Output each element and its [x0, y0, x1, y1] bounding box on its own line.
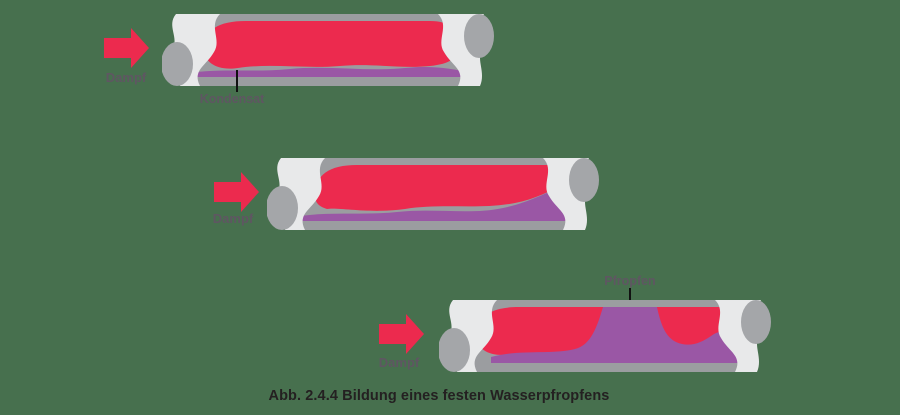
steam-fill	[315, 165, 565, 211]
condensate-fill	[285, 187, 573, 221]
steam-flow-label: Dampf	[105, 70, 147, 85]
pipe-illustration-3	[439, 300, 771, 372]
annotation-leader-line	[236, 70, 238, 92]
flow-arrow-icon	[214, 172, 259, 212]
condensate-annotation-label: Kondensat	[199, 92, 265, 106]
figure-caption: Abb. 2.4.4 Bildung eines festen Wasserpf…	[268, 388, 610, 404]
pipe-opening-left	[267, 186, 298, 230]
flow-arrow-icon	[379, 314, 424, 354]
steam-flow-label: Dampf	[212, 211, 254, 226]
condensate-fill	[178, 66, 468, 77]
pipe-illustration-1	[162, 14, 494, 86]
pipe-opening-right	[464, 14, 494, 58]
steam-flow-label: Dampf	[378, 355, 420, 370]
steam-fill	[204, 21, 459, 69]
pipe-opening-right	[569, 158, 599, 202]
pipe-opening-left	[439, 328, 470, 372]
pipe-opening-left	[162, 42, 193, 86]
pipe-opening-right	[741, 300, 771, 344]
annotation-leader-line	[629, 288, 631, 310]
flow-arrow-icon	[104, 28, 149, 68]
plug-annotation-label: Pfropfen	[604, 274, 656, 288]
pipe-illustration-2	[267, 158, 599, 230]
water-plug-fill	[491, 307, 740, 363]
